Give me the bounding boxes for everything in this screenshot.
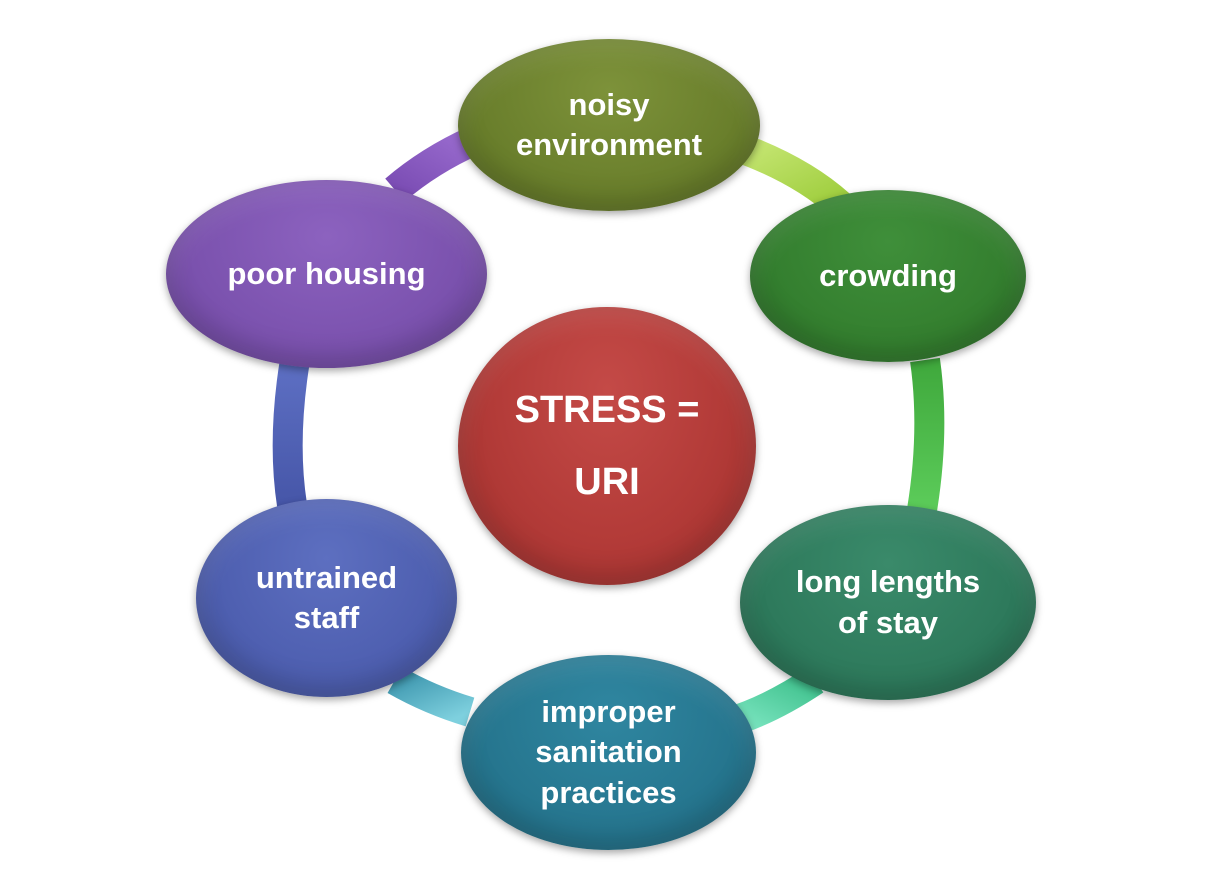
node-untrained-staff: untrained staff [196,499,457,697]
node-label-line: noisy [568,86,650,122]
center-label: STRESS = URI [515,374,700,518]
node-label-line: environment [515,127,703,162]
node-label: untrained staff [256,558,397,639]
center-label-line: STRESS = [514,388,700,431]
node-label: crowding [819,256,957,296]
node-improper-sanitation-practices: improper sanitation practices [461,655,756,850]
node-label-line: of stay [838,604,938,640]
node-label-line: crowding [819,257,957,293]
center-label-line: URI [574,461,640,503]
node-label-line: untrained [255,559,398,595]
center-node-stress-uri: STRESS = URI [458,307,756,585]
node-crowding: crowding [750,190,1026,362]
node-noisy-environment: noisy environment [458,39,760,211]
ring-segment-improper-untrained [387,666,475,727]
node-label-line: long lengths [795,564,981,600]
node-label-line: practices [540,774,677,810]
node-label: long lengths of stay [796,562,980,643]
node-label: noisy environment [516,85,702,166]
node-label-line: sanitation [535,734,682,770]
node-label-line: staff [293,600,360,635]
node-label: poor housing [227,254,425,294]
node-label: improper sanitation practices [535,692,681,813]
node-label-line: poor housing [227,255,426,291]
ring-segment-untrained-poor [272,357,310,508]
node-long-lengths-of-stay: long lengths of stay [740,505,1036,700]
node-poor-housing: poor housing [166,180,487,368]
node-label-line: improper [541,694,676,730]
ring-segment-crowding-long [907,357,945,513]
